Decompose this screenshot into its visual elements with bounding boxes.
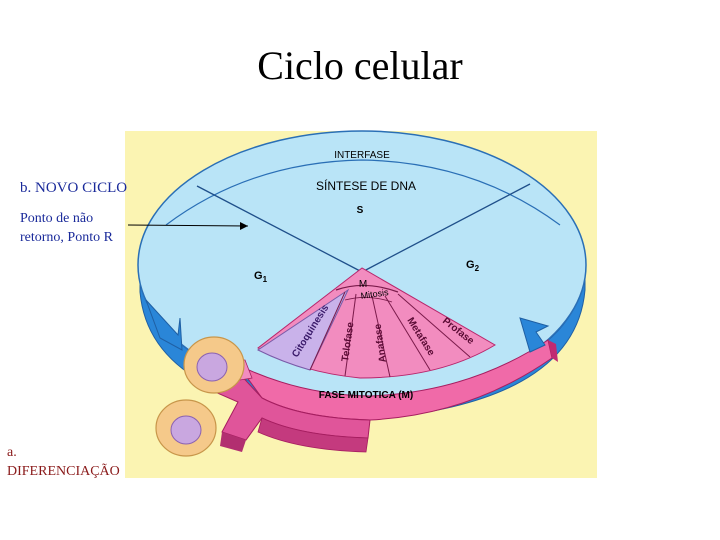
m-label: M [359, 279, 367, 290]
divider-s-g1 [196, 185, 363, 273]
g2-label: G2 [466, 259, 480, 273]
s-label: S [357, 205, 364, 216]
disc-arrow-left [145, 299, 183, 351]
mitosis-ring [335, 284, 399, 293]
ponto-r-pointer [127, 224, 249, 227]
nucleus-upper [196, 352, 228, 382]
page-title: Ciclo celular [257, 43, 463, 88]
citoquinesis-sector [257, 288, 350, 371]
disc-arrow-right [519, 317, 550, 353]
sintese-label: SÍNTESE DE DNA [316, 178, 416, 193]
interfase-ring [165, 159, 561, 226]
diferenciacao-label: a.DIFERENCIAÇÃO [7, 445, 120, 479]
g1-label: G1 [254, 270, 268, 284]
anafase-label: Anafase [373, 323, 389, 363]
novo-ciclo-label: b. NOVO CICLO [20, 180, 128, 196]
nucleus-lower [170, 415, 202, 445]
fase-mitotica-label: FASE MITOTICA (M) [319, 390, 413, 401]
mitosis-label: Mitosis [360, 287, 390, 301]
divider-s-g2 [361, 183, 531, 273]
interfase-label: INTERFASE [334, 150, 390, 161]
